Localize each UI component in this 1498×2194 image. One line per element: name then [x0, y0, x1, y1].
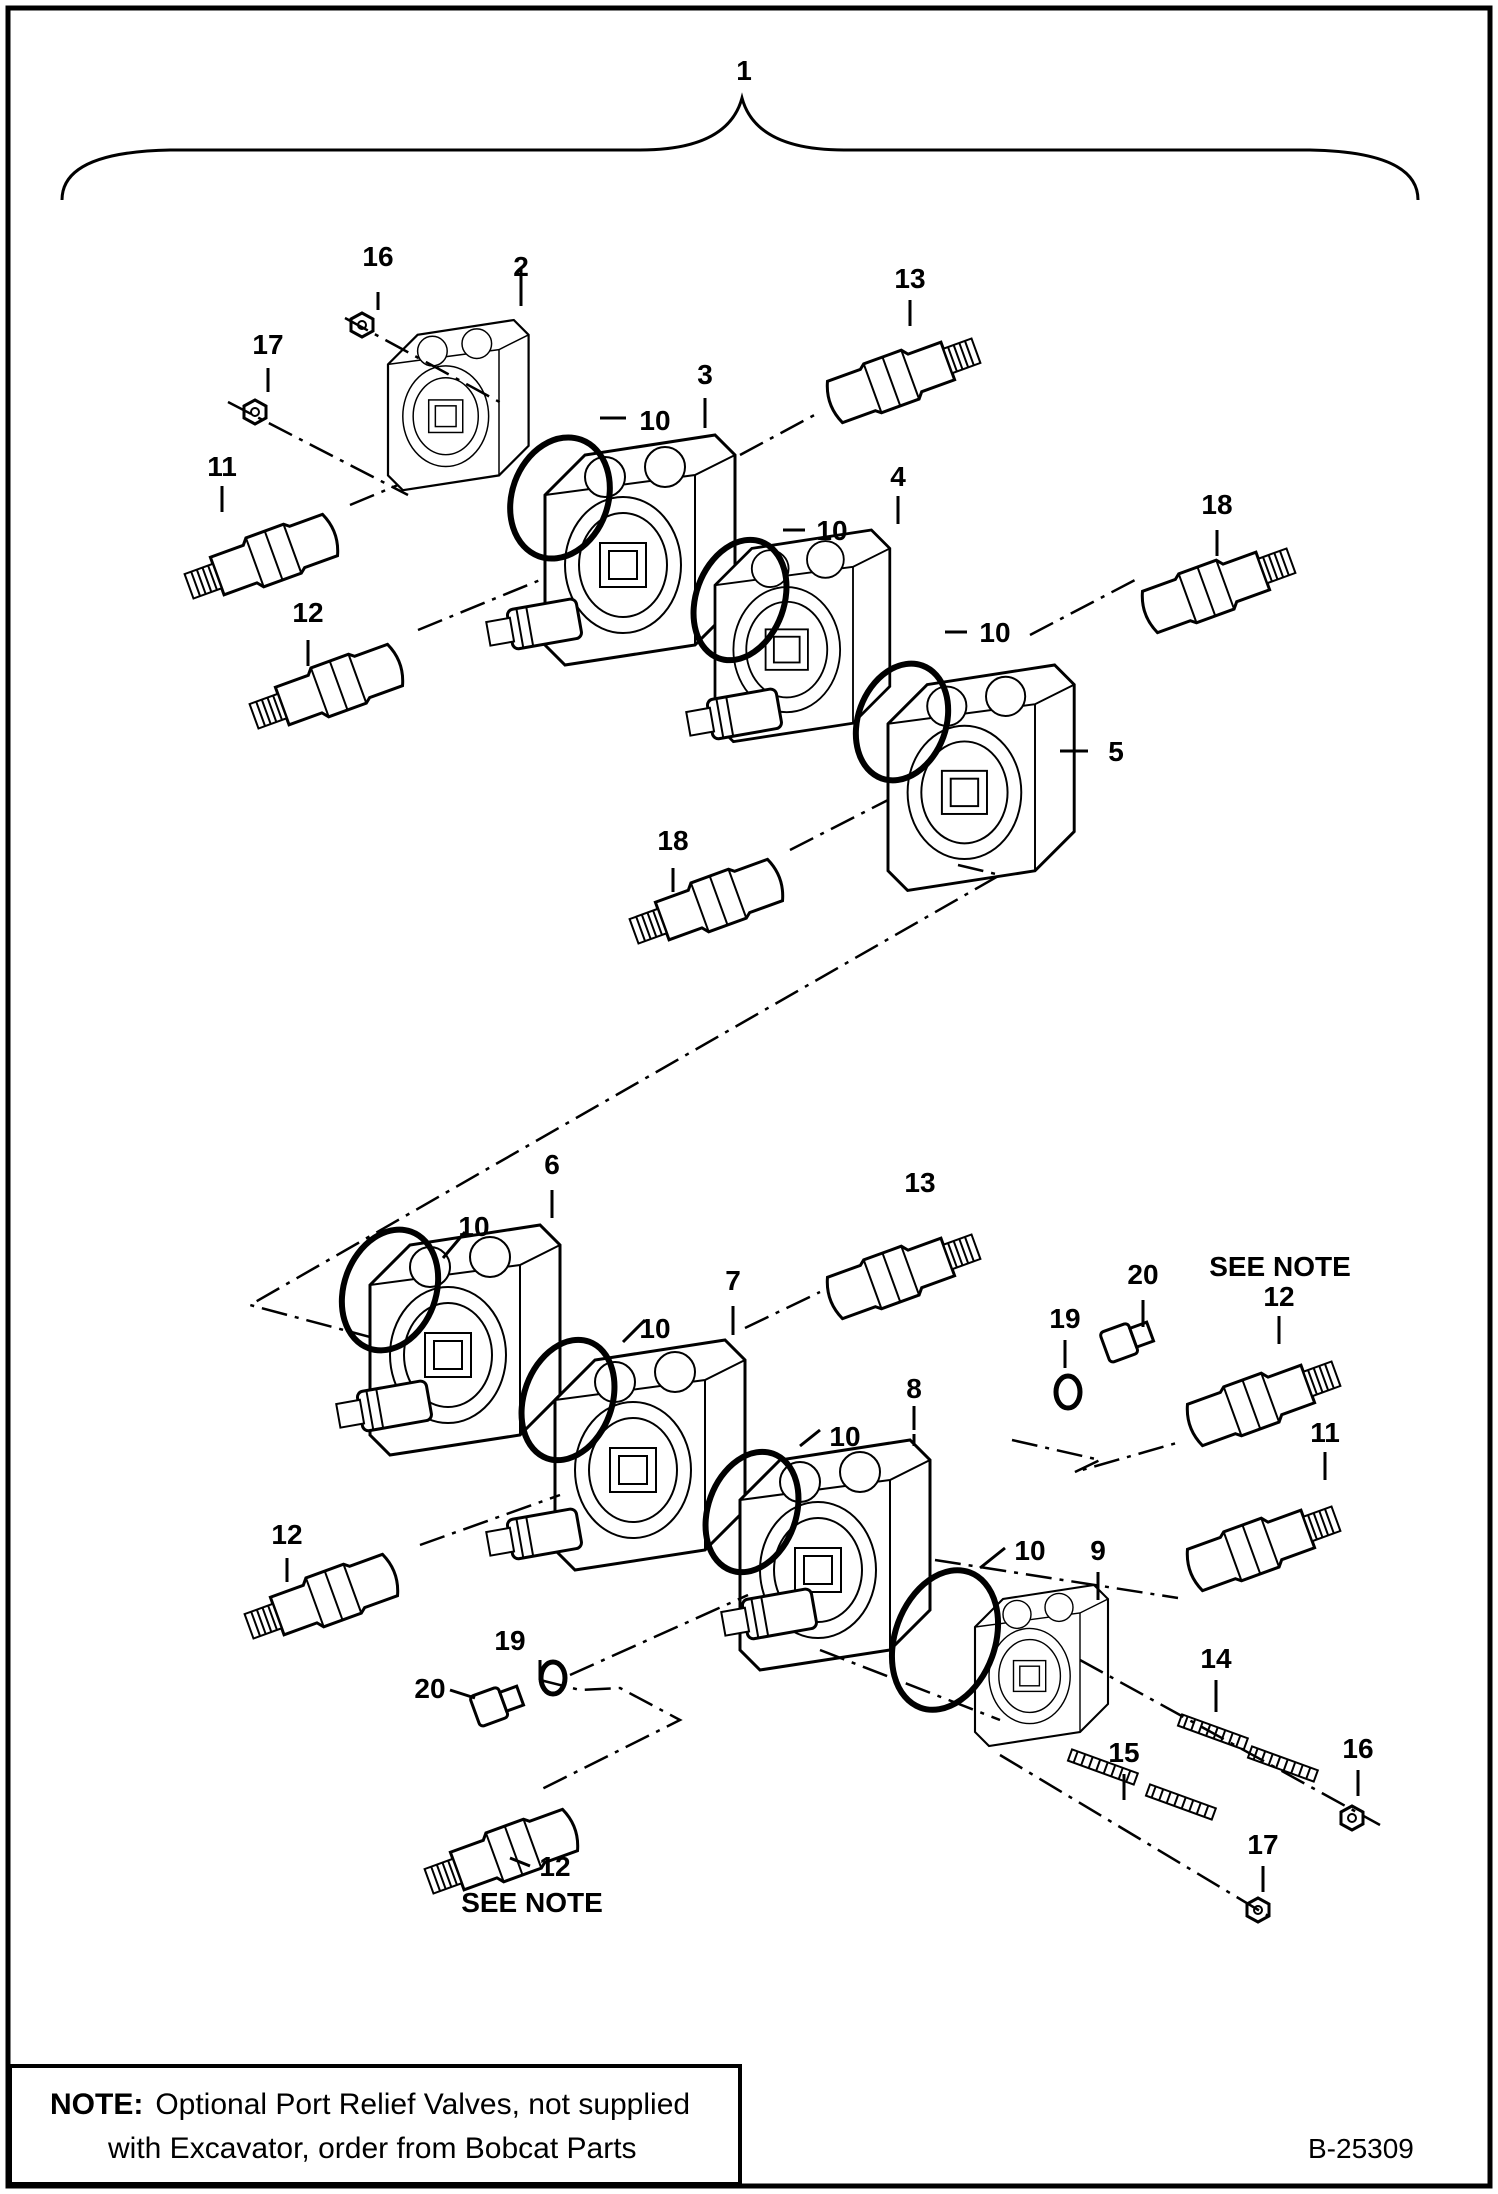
- callout-5: 5: [1108, 736, 1124, 767]
- see-note-bottom: SEE NOTE: [461, 1887, 603, 1918]
- relief-cartridge-12-upper: [243, 637, 411, 743]
- callout-12-lower-right: 12: [1263, 1281, 1294, 1312]
- note-label: NOTE:: [50, 2088, 143, 2121]
- callout-16-upper: 16: [362, 241, 393, 272]
- nut-16-upper: [349, 311, 375, 339]
- callout-12-lower-bottom: 12: [539, 1851, 570, 1882]
- seal-19-right: [1053, 1373, 1083, 1411]
- o-ring-upper-1: [507, 434, 613, 562]
- callout-18-upper-right: 18: [1201, 489, 1232, 520]
- relief-cartridge-13-upper: [819, 324, 987, 430]
- centerline: [819, 1648, 1001, 1722]
- centerline: [417, 576, 546, 632]
- callout-17-upper: 17: [252, 329, 283, 360]
- callout-10-upper-2: 10: [816, 515, 847, 546]
- centerline: [744, 1290, 821, 1330]
- tie-rod-14b: [1246, 1745, 1319, 1783]
- callout-10-lower-3: 10: [829, 1421, 860, 1452]
- callout-12-upper: 12: [292, 597, 323, 628]
- callout-2: 2: [513, 251, 529, 282]
- centerline: [1011, 1438, 1181, 1474]
- centerline: [999, 1753, 1276, 1922]
- relief-cartridge-12-lower-left: [238, 1547, 406, 1653]
- o-ring-lower-4: [888, 1567, 1002, 1713]
- centerline: [344, 316, 506, 407]
- callout-14: 14: [1200, 1643, 1232, 1674]
- relief-cartridge-18-upper-left: [623, 852, 791, 958]
- plug-20-right: [1098, 1315, 1158, 1365]
- centerline: [227, 400, 409, 497]
- centerline: [349, 483, 399, 507]
- seal-19-left: [538, 1659, 568, 1697]
- callout-3: 3: [697, 359, 713, 390]
- centerline: [1079, 1658, 1381, 1827]
- centerline: [739, 410, 821, 457]
- callout-18-upper-left: 18: [657, 825, 688, 856]
- see-note-right: SEE NOTE: [1209, 1251, 1351, 1282]
- relief-cartridge-11-lower: [1179, 1492, 1347, 1598]
- callout-20-right: 20: [1127, 1259, 1158, 1290]
- callout-15: 15: [1108, 1737, 1139, 1768]
- centerline: [1029, 578, 1136, 637]
- callout-10-upper-3: 10: [979, 617, 1010, 648]
- callout-13-upper: 13: [894, 263, 925, 294]
- note-line-1: NOTE: Optional Port Relief Valves, not s…: [50, 2088, 690, 2121]
- centerline: [789, 798, 889, 852]
- centerline: [246, 863, 1004, 1367]
- o-ring-lower-2: [518, 1336, 618, 1464]
- note-box: [8, 2064, 742, 2186]
- callout-12-lower-left: 12: [271, 1519, 302, 1550]
- leader-lines: [220, 268, 1360, 1892]
- callout-17-lower: 17: [1247, 1829, 1278, 1860]
- callout-10-upper-1: 10: [639, 405, 670, 436]
- callout-19-left: 19: [494, 1625, 525, 1656]
- centerline: [419, 1493, 561, 1547]
- callout-10-lower-4: 10: [1014, 1535, 1045, 1566]
- tie-rod-15b: [1144, 1783, 1217, 1821]
- end-cover-inlet: [386, 318, 530, 492]
- note-line-2: with Excavator, order from Bobcat Parts: [107, 2132, 637, 2165]
- drawing-reference: B-25309: [1308, 2133, 1414, 2164]
- assembly-brace: [60, 92, 1420, 201]
- centerline: [539, 1678, 683, 1792]
- callout-4: 4: [890, 461, 906, 492]
- note-text-1: Optional Port Relief Valves, not supplie…: [155, 2088, 690, 2121]
- callout-8: 8: [906, 1373, 922, 1404]
- callout-1: 1: [736, 55, 752, 86]
- callout-10-lower-2: 10: [639, 1313, 670, 1344]
- callout-7: 7: [725, 1265, 741, 1296]
- callout-9: 9: [1090, 1535, 1106, 1566]
- o-ring-upper-2: [690, 536, 790, 664]
- relief-cartridge-11-upper: [178, 507, 346, 613]
- relief-cartridge-13-lower: [819, 1220, 987, 1326]
- plug-20-left: [468, 1679, 528, 1729]
- callout-13-lower: 13: [904, 1167, 935, 1198]
- callout-19-right: 19: [1049, 1303, 1080, 1334]
- callout-16-lower: 16: [1342, 1733, 1373, 1764]
- valve-section-7: [553, 1338, 747, 1572]
- callout-10-lower-1: 10: [458, 1211, 489, 1242]
- centerline: [934, 1558, 1179, 1600]
- drawing-border: [5, 5, 1493, 2189]
- callout-11-lower: 11: [1310, 1417, 1340, 1448]
- callout-6: 6: [544, 1149, 560, 1180]
- callout-11-upper: 11: [207, 451, 237, 482]
- o-ring-lower-3: [702, 1448, 802, 1576]
- centerline: [569, 1593, 749, 1677]
- o-ring-lower-1: [338, 1226, 442, 1354]
- callout-20-left: 20: [414, 1673, 445, 1704]
- valve-section-5: [886, 663, 1076, 892]
- o-ring-upper-3: [852, 660, 952, 784]
